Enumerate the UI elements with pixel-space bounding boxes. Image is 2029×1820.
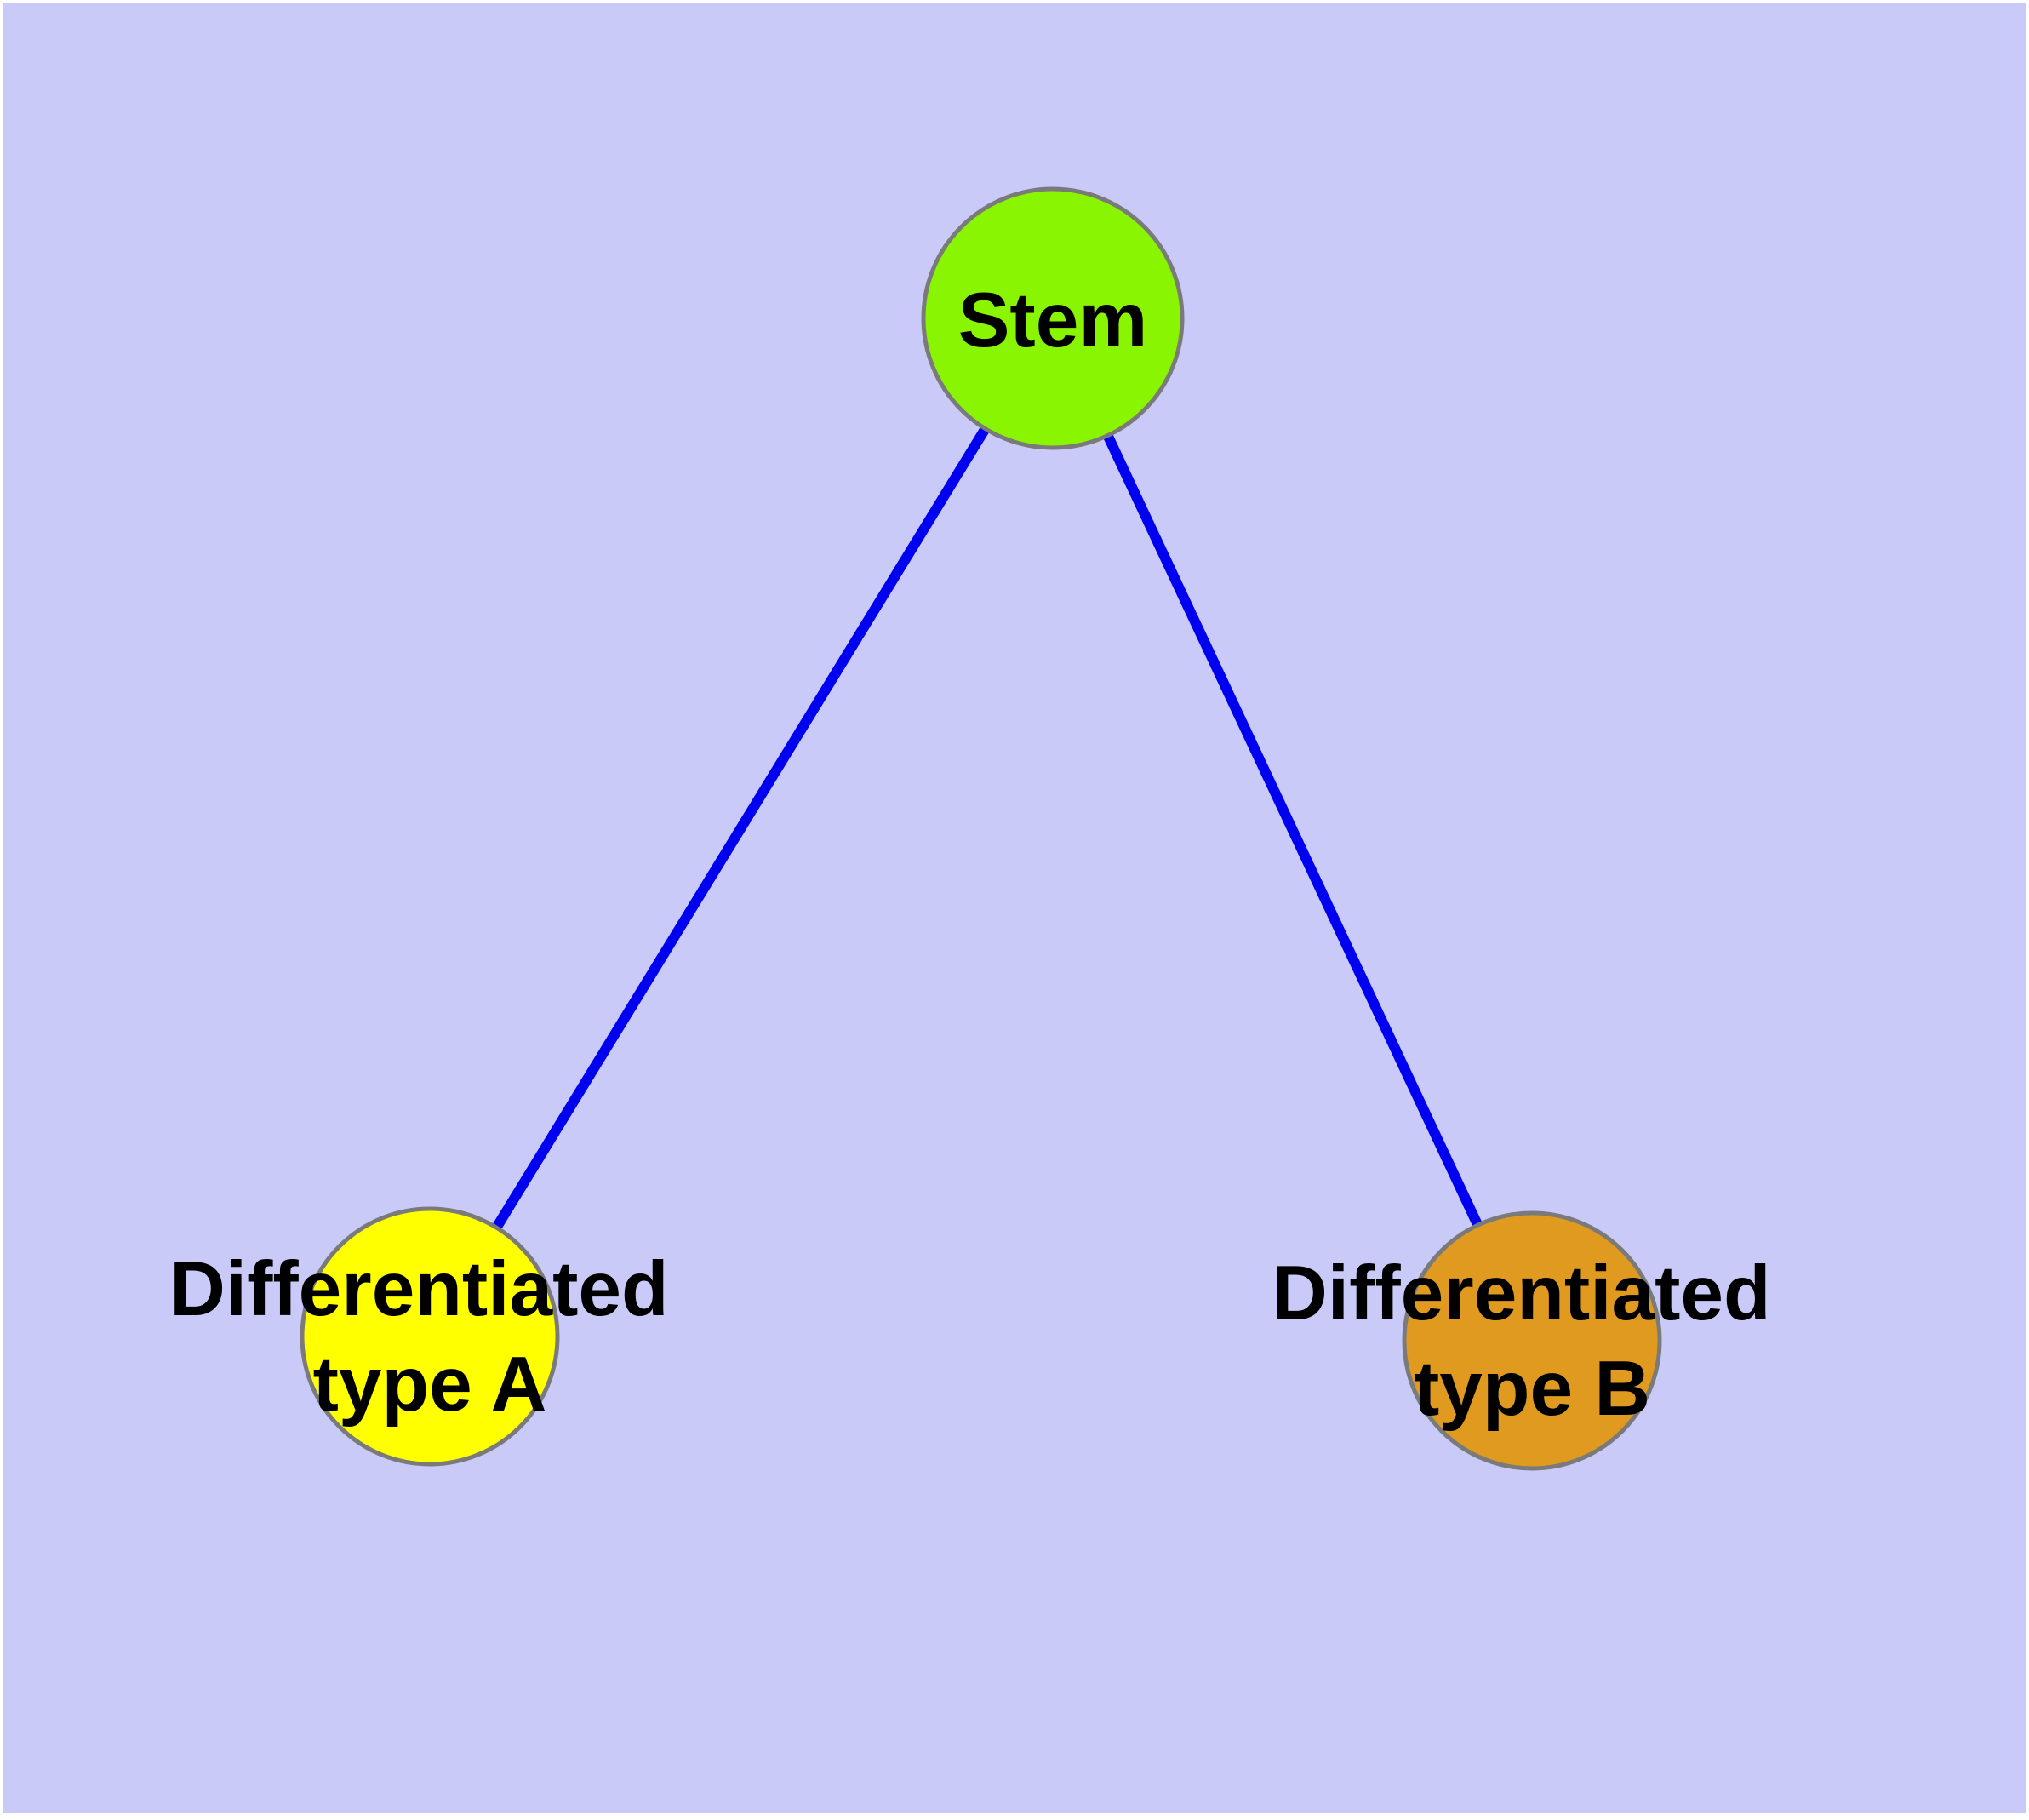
edge-stem-to-type-b bbox=[1048, 316, 1537, 1343]
node-type-a-label: Differentiated type A bbox=[169, 1246, 690, 1428]
edge-stem-to-type-a bbox=[425, 315, 1058, 1340]
node-type-a-circle bbox=[300, 1206, 560, 1467]
node-stem-label: Stem bbox=[958, 278, 1148, 363]
node-stem-circle bbox=[921, 186, 1185, 450]
node-type-a-label-line1: Differentiated bbox=[169, 1246, 669, 1332]
edge-group bbox=[425, 315, 1537, 1343]
node-type-b-label-line2: type B bbox=[1414, 1346, 1650, 1432]
label-group: Stem Differentiated type A Differentiate… bbox=[169, 278, 1792, 1432]
node-type-b-label: Differentiated type B bbox=[1272, 1251, 1792, 1432]
node-type-b-label-line1: Differentiated bbox=[1272, 1251, 1771, 1336]
node-type-a-label-line2: type A bbox=[313, 1342, 547, 1428]
node-group bbox=[300, 186, 1662, 1471]
node-type-b-circle bbox=[1402, 1210, 1662, 1471]
